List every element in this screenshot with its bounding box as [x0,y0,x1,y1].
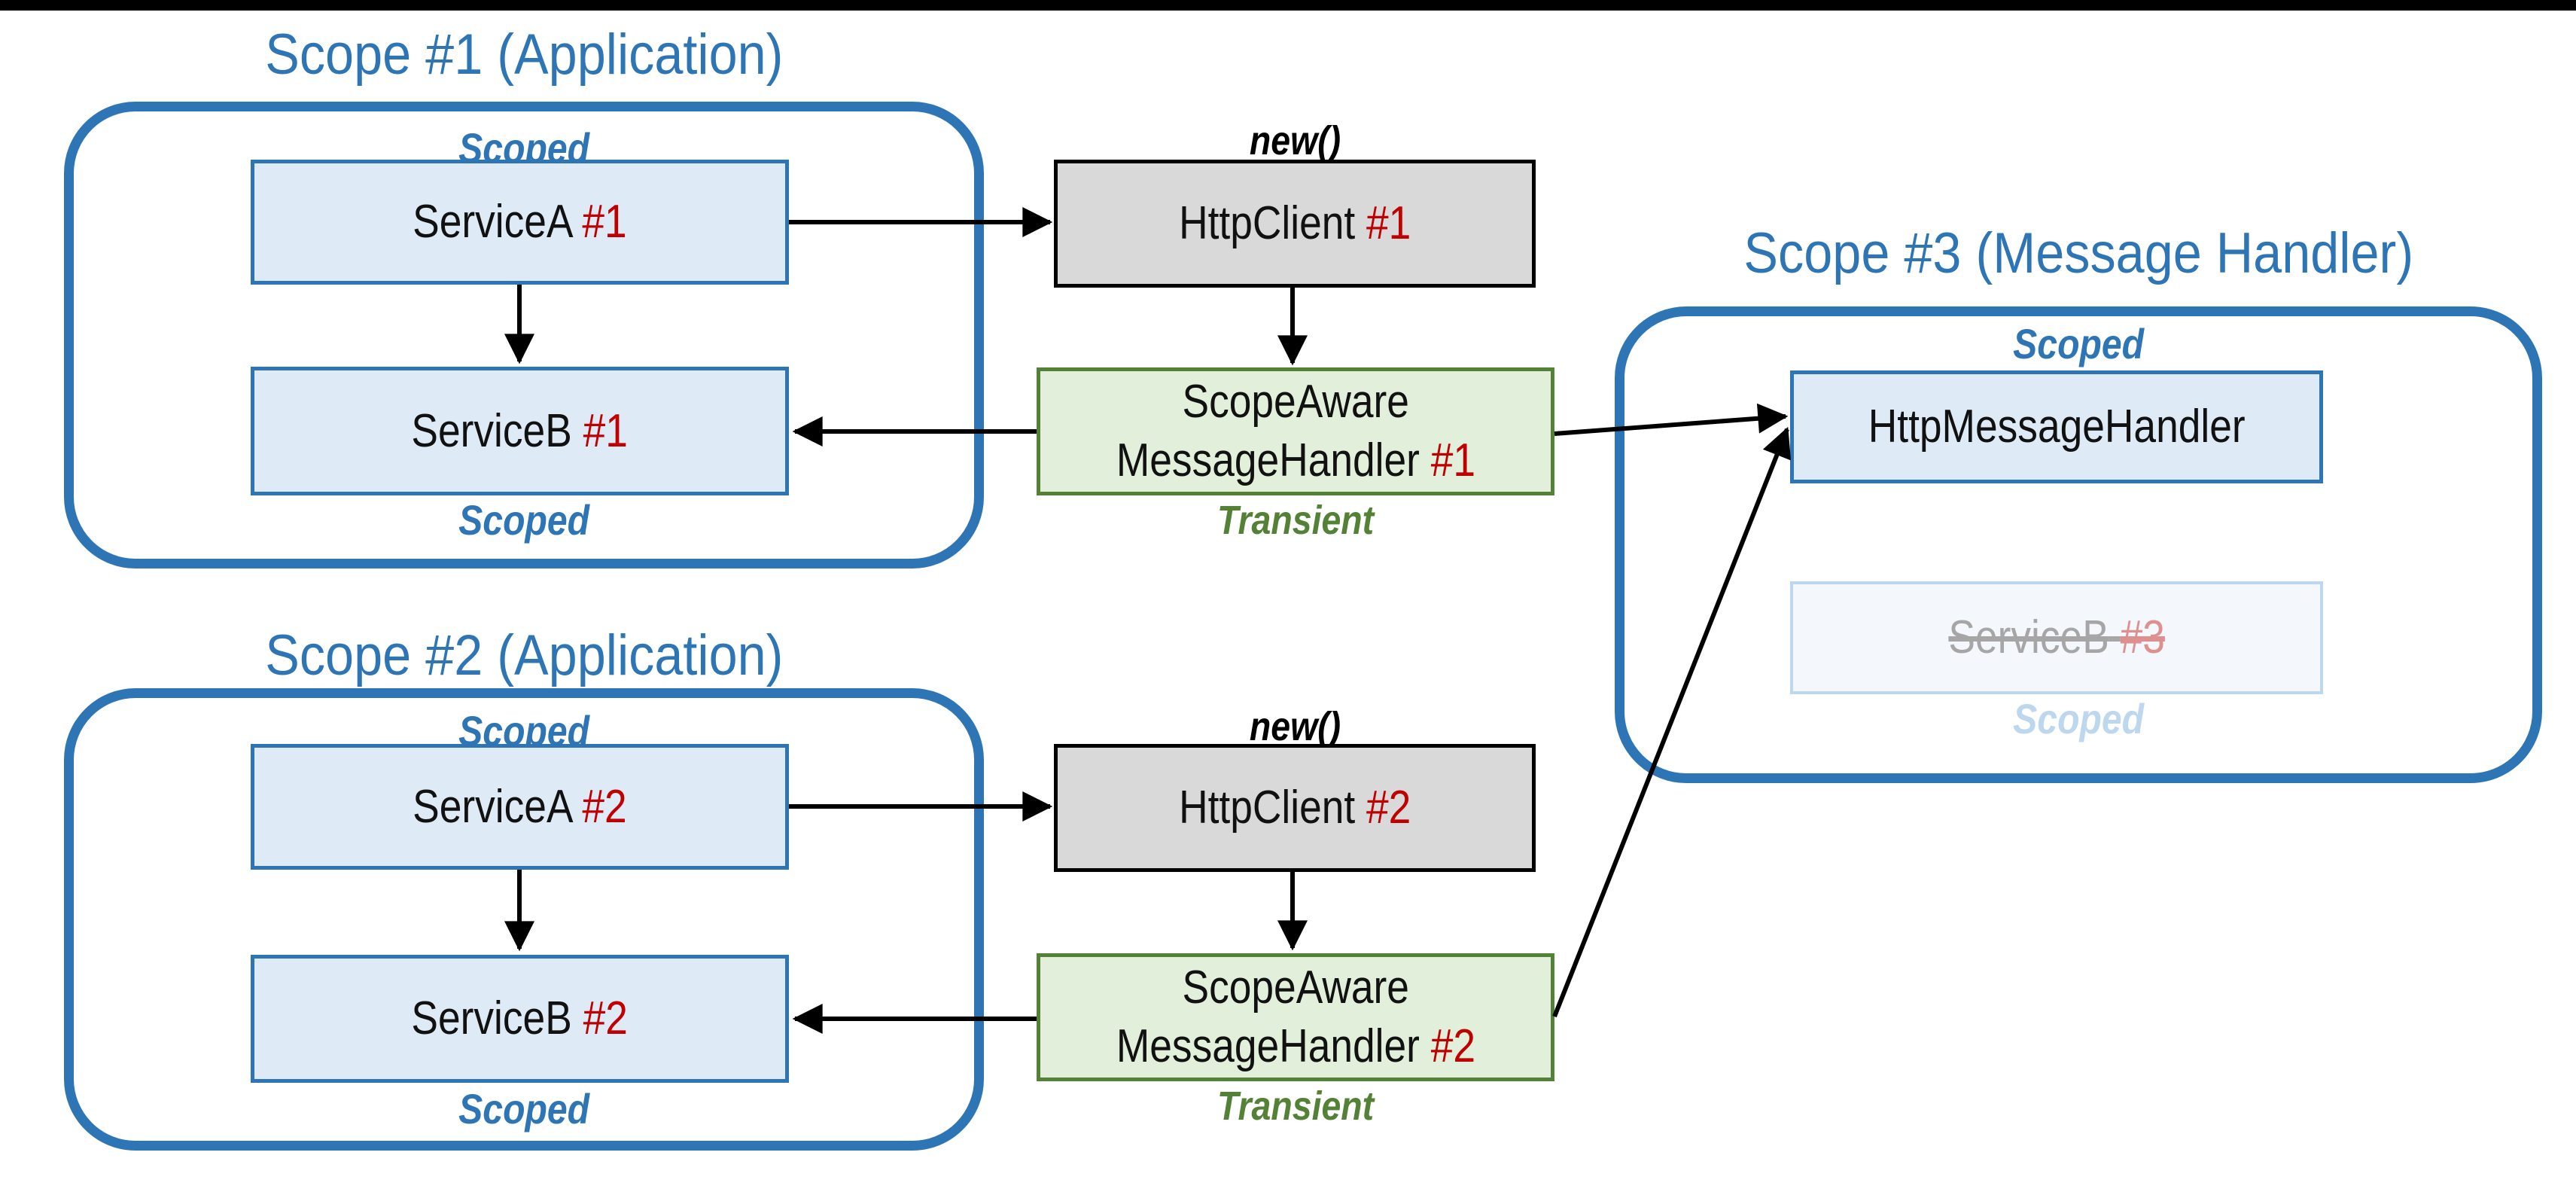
service-a2-label: ServiceA #2 [413,780,627,833]
service-a1-label: ServiceA #1 [413,196,627,248]
service-a1-box: ServiceA #1 [251,160,789,285]
service-b2-label: ServiceB #2 [411,992,629,1044]
scope1-title: Scope #1 (Application) [264,23,784,87]
service-a2-box: ServiceA #2 [251,744,789,870]
service-b1-label: ServiceB #1 [411,404,629,457]
scope-aware-handler1-line2: MessageHandler #1 [1116,434,1475,486]
scope3-scoped-top-label: Scoped [2013,320,2144,367]
http-message-handler-box: HttpMessageHandler [1790,370,2323,483]
service-b1-box: ServiceB #1 [251,367,789,495]
new1-annotation: new() [1249,118,1341,163]
http-client2-label: HttpClient #2 [1178,782,1411,834]
top-letterbox-bar [0,0,2576,11]
scope2-title: Scope #2 (Application) [264,623,784,687]
scope-aware-handler2-line1: ScopeAware [1182,962,1409,1014]
http-client1-label: HttpClient #1 [1178,197,1411,249]
service-b2-box: ServiceB #2 [251,955,789,1083]
scope-aware-handler1-line1: ScopeAware [1182,376,1409,428]
scope3-title: Scope #3 (Message Handler) [1743,221,2413,285]
http-client2-box: HttpClient #2 [1054,744,1536,872]
scope3-scoped-bottom-label: Scoped [2013,695,2144,742]
http-message-handler-label: HttpMessageHandler [1868,401,2246,453]
scope-aware-handler2-box: ScopeAware MessageHandler #2 [1037,953,1554,1081]
transient1-annotation: Transient [1216,498,1375,543]
scope2-scoped-bottom-label: Scoped [458,1085,589,1132]
service-b3-disposed-box: ServiceB #3 [1790,581,2323,694]
transient2-annotation: Transient [1216,1084,1375,1129]
http-client1-box: HttpClient #1 [1054,160,1536,288]
scope1-container [64,102,984,568]
scope1-scoped-bottom-label: Scoped [458,496,589,544]
scope2-container [64,688,984,1151]
service-b3-disposed-label: ServiceB #3 [1948,611,2165,663]
scope-aware-handler1-box: ScopeAware MessageHandler #1 [1037,367,1554,495]
scope-aware-handler2-line2: MessageHandler #2 [1116,1020,1475,1072]
new2-annotation: new() [1249,704,1341,749]
